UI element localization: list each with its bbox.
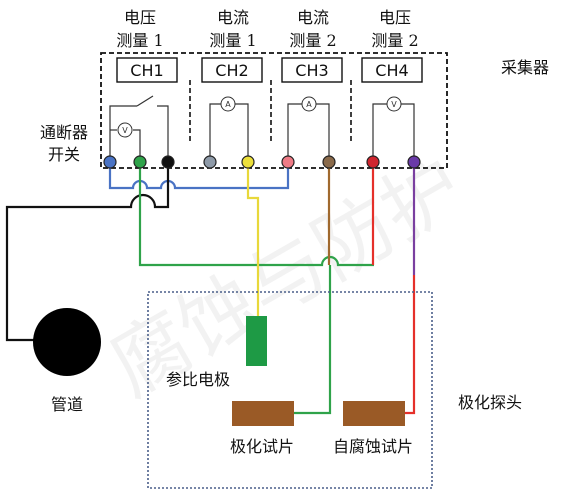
external-wires bbox=[5, 162, 416, 415]
voltmeter-ch1-icon bbox=[117, 122, 133, 138]
header-label-4-line1: 电压 bbox=[379, 8, 411, 27]
corrosion-coupon bbox=[343, 401, 405, 426]
terminal-4 bbox=[203, 155, 217, 169]
header-label-3-line2: 测量 2 bbox=[289, 31, 336, 50]
channel-label-ch4: CH4 bbox=[375, 61, 408, 80]
ammeter-ch2-symbol: A bbox=[225, 100, 231, 109]
ammeter-ch2-icon bbox=[220, 96, 236, 112]
header-label-1-line2: 测量 1 bbox=[116, 31, 163, 50]
terminals bbox=[103, 155, 421, 169]
channel-label-ch2: CH2 bbox=[215, 61, 248, 80]
wire-black bbox=[5, 162, 170, 342]
terminal-2 bbox=[133, 155, 147, 169]
probe-box bbox=[147, 291, 433, 489]
ammeter-ch3-symbol: A bbox=[306, 100, 312, 109]
terminal-8 bbox=[322, 155, 336, 169]
wire-green-drop bbox=[294, 265, 332, 415]
collector-label: 采集器 bbox=[501, 58, 549, 77]
voltmeter-ch1-symbol: V bbox=[122, 126, 128, 135]
ammeter-ch3-icon bbox=[301, 96, 317, 112]
corrosion-label: 自腐蚀试片 bbox=[333, 437, 413, 456]
polarized-label: 极化试片 bbox=[230, 437, 294, 456]
terminal-10 bbox=[407, 155, 421, 169]
reference-label: 参比电极 bbox=[166, 370, 230, 389]
internal-wiring bbox=[109, 95, 415, 162]
channel-boxes: CH1 CH2 CH3 CH4 bbox=[116, 57, 423, 83]
header-label-4-line2: 测量 2 bbox=[371, 31, 418, 50]
meters: V A A V bbox=[117, 96, 402, 138]
channel-box-ch2 bbox=[201, 57, 263, 83]
wire-blue bbox=[108, 162, 290, 190]
switch-label-line2: 开关 bbox=[48, 145, 80, 164]
channel-separators bbox=[189, 80, 352, 142]
voltmeter-ch4-symbol: V bbox=[391, 100, 397, 109]
terminal-3 bbox=[161, 155, 175, 169]
pipe-label: 管道 bbox=[51, 395, 83, 414]
pipe-icon bbox=[33, 308, 101, 376]
wire-red-lower bbox=[405, 275, 416, 415]
terminal-1 bbox=[103, 155, 117, 169]
terminal-9 bbox=[366, 155, 380, 169]
polarized-coupon bbox=[232, 401, 294, 426]
voltmeter-ch4-icon bbox=[386, 96, 402, 112]
channel-label-ch1: CH1 bbox=[130, 61, 163, 80]
header-label-3-line1: 电流 bbox=[297, 8, 329, 27]
wire-yellow bbox=[246, 162, 260, 316]
header-label-2-line1: 电流 bbox=[217, 8, 249, 27]
collector-box bbox=[100, 52, 448, 169]
reference-electrode bbox=[246, 316, 267, 366]
switch-label-line1: 通断器 bbox=[40, 123, 88, 142]
terminal-6 bbox=[281, 155, 295, 169]
probe-label: 极化探头 bbox=[458, 393, 522, 412]
header-label-1-line1: 电压 bbox=[124, 8, 156, 27]
header-label-2-line2: 测量 1 bbox=[209, 31, 256, 50]
channel-box-ch1 bbox=[116, 57, 178, 83]
channel-label-ch3: CH3 bbox=[295, 61, 328, 80]
channel-box-ch3 bbox=[281, 57, 343, 83]
channel-box-ch4 bbox=[361, 57, 423, 83]
terminal-5 bbox=[241, 155, 255, 169]
header-labels: 电压 测量 1 电流 测量 1 电流 测量 2 电压 测量 2 bbox=[116, 8, 418, 50]
